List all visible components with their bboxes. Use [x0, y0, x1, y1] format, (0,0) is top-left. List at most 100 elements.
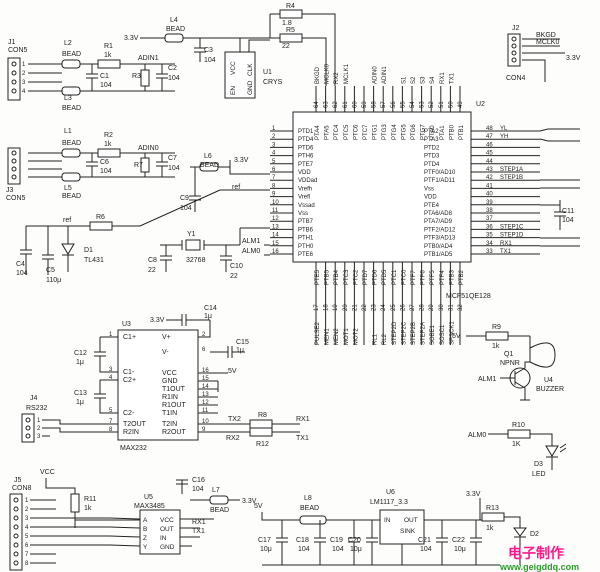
net-label: RL2 — [382, 333, 388, 345]
pin-number: 42 — [486, 175, 493, 181]
ic-max232-u3 — [117, 329, 199, 441]
pin-label: C2- — [123, 410, 135, 417]
svg-text:R9: R9 — [492, 324, 501, 331]
svg-text:J3: J3 — [6, 187, 14, 194]
pin-label: R1IN — [162, 394, 178, 401]
svg-text:R8: R8 — [258, 412, 267, 419]
pin-number: 19 — [333, 304, 339, 311]
svg-text:1k: 1k — [492, 343, 500, 350]
svg-text:3.3V: 3.3V — [242, 498, 257, 505]
pin-label: PTF7 — [411, 270, 417, 285]
svg-text:RX1: RX1 — [296, 416, 310, 423]
pin-label: PTC3 — [344, 269, 350, 285]
pin-label: PTD3 — [424, 154, 440, 160]
pin-number: 9 — [272, 192, 276, 198]
net-label: MCLK0 — [325, 63, 331, 84]
resistor-r4 — [279, 9, 303, 19]
svg-text:C2: C2 — [168, 65, 177, 72]
pin-label: PTD1 — [298, 129, 314, 135]
svg-text:R10: R10 — [512, 422, 525, 429]
resistor-r3 — [140, 69, 150, 87]
svg-text:BEAD: BEAD — [300, 505, 319, 512]
svg-text:BUZZER: BUZZER — [536, 386, 564, 393]
net-label: SPSCK1 — [449, 321, 455, 345]
pin-label: PTG7 — [421, 124, 427, 140]
pin-circle — [13, 506, 19, 512]
pin-number: 8 — [272, 183, 276, 189]
svg-text:MAX232: MAX232 — [120, 445, 147, 452]
net-label: STEP2C — [401, 321, 407, 345]
svg-text:BEAD: BEAD — [62, 193, 81, 200]
connector-j3: J3 CON5 — [6, 147, 26, 202]
net-label: STEP2A — [421, 322, 427, 345]
svg-text:1k: 1k — [104, 52, 112, 59]
bead-l5 — [61, 172, 81, 182]
pin-number: 2 — [272, 134, 276, 140]
pin-number: 12 — [272, 216, 279, 222]
svg-text:U4: U4 — [544, 377, 553, 384]
pin-label: PTB1 — [459, 124, 465, 140]
ic-max3485-u5 — [139, 509, 181, 555]
pin-label: PTG5 — [401, 124, 407, 140]
svg-text:3: 3 — [22, 80, 26, 86]
pin-number: 54 — [410, 101, 416, 108]
pin-number: 57 — [381, 101, 387, 108]
pin-number: 56 — [391, 101, 397, 108]
cap-ref: C19 — [330, 537, 343, 544]
connector-j1: 1 2 3 4 J1 CON5 — [7, 39, 28, 101]
pin-number: 3 — [272, 142, 276, 148]
svg-text:1μ: 1μ — [236, 347, 244, 354]
bead-l1 — [61, 148, 81, 158]
cap-value: 10μ — [350, 546, 362, 553]
pin-label: PTD6 — [298, 145, 314, 151]
svg-text:L8: L8 — [304, 495, 312, 502]
svg-text:Y1: Y1 — [187, 231, 196, 238]
svg-text:D3: D3 — [534, 461, 543, 468]
svg-text:U6: U6 — [386, 489, 395, 496]
svg-text:C15: C15 — [236, 339, 249, 346]
pin-label: PTG1 — [373, 124, 379, 140]
svg-text:BEAD: BEAD — [62, 105, 81, 112]
pin-label: Vssad — [298, 203, 315, 209]
pin-circle — [13, 515, 19, 521]
svg-text:ALM0: ALM0 — [242, 248, 260, 255]
pin-label: PTC6 — [353, 124, 359, 140]
buzzer-u4 — [529, 342, 556, 368]
net-label: RX2 — [334, 72, 340, 84]
resistor-r5 — [279, 33, 303, 43]
pin-number: 15 — [272, 241, 279, 247]
svg-text:J4: J4 — [30, 395, 38, 402]
pin-number: 8 — [109, 427, 113, 433]
net-label: MEN1 — [325, 328, 331, 345]
svg-text:BEAD: BEAD — [62, 51, 81, 58]
svg-text:U1: U1 — [263, 69, 272, 76]
svg-text:L1: L1 — [64, 128, 72, 135]
svg-text:R4: R4 — [286, 3, 295, 10]
svg-text:1k: 1k — [104, 141, 112, 148]
net-label: MEN2 — [334, 328, 340, 345]
pin-label: PTB0 — [449, 124, 455, 140]
pin-number: 44 — [486, 159, 493, 165]
svg-text:R5: R5 — [286, 27, 295, 34]
pin-number: 14 — [272, 233, 279, 239]
pin-label: PTE6 — [298, 252, 314, 258]
svg-text:L3: L3 — [64, 95, 72, 102]
svg-text:CON8: CON8 — [12, 485, 32, 492]
svg-text:Q1: Q1 — [504, 351, 513, 358]
svg-text:R11: R11 — [84, 496, 96, 503]
svg-text:MCLK0: MCLK0 — [536, 39, 559, 46]
pin-number: 43 — [486, 167, 493, 173]
net-label: S1 — [401, 76, 407, 84]
pin-number: 58 — [372, 101, 378, 108]
net-label: S4 — [430, 76, 436, 84]
cap-ref: C18 — [296, 537, 309, 544]
pin-number: 5 — [25, 534, 29, 540]
svg-text:104: 104 — [562, 217, 574, 224]
pin-label: PTF4 — [440, 270, 446, 285]
pin-label: PTC5 — [344, 124, 350, 140]
net-label: STEP2B — [411, 322, 417, 345]
pin-number: 26 — [400, 304, 406, 311]
